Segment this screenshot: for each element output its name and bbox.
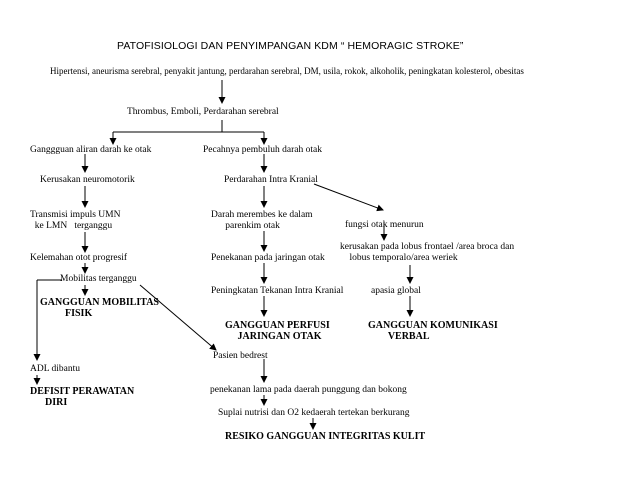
node-fungsi-otak: fungsi otak menurun xyxy=(345,220,424,230)
arrow-perdarahan-fungsi xyxy=(313,183,384,212)
arrow-mobilitas-bedrest xyxy=(139,284,217,351)
node-adl: ADL dibantu xyxy=(30,364,81,374)
node-causes: Hipertensi, aneurisma serebral, penyakit… xyxy=(50,66,524,76)
node-mobilitas: Mobilitas terganggu xyxy=(60,274,137,284)
node-penekanan: Penekanan pada jaringan otak xyxy=(211,253,325,263)
node-penekanan-lama: penekanan lama pada daerah punggung dan … xyxy=(210,385,407,395)
diagnosis-integritas-kulit: RESIKO GANGGUAN INTEGRITAS KULIT xyxy=(225,431,426,442)
node-gangguan-aliran: Ganggguan aliran darah ke otak xyxy=(30,145,152,155)
node-transmisi: Transmisi impuls UMN ke LMN terganggu xyxy=(30,210,121,231)
node-apasia: apasia global xyxy=(371,286,421,296)
node-kerusakan-neuromotorik: Kerusakan neuromotorik xyxy=(40,175,135,185)
node-pecahnya: Pecahnya pembuluh darah otak xyxy=(203,145,322,155)
diagnosis-perfusi: GANGGUAN PERFUSI JARINGAN OTAK xyxy=(225,320,330,342)
diagnosis-komunikasi: GANGGUAN KOMUNIKASI VERBAL xyxy=(368,320,498,342)
node-thrombus: Thrombus, Emboli, Perdarahan serebral xyxy=(127,107,279,117)
node-darah-merembes: Darah merembes ke dalam parenkim otak xyxy=(211,210,313,231)
node-pasien-bedrest: Pasien bedrest xyxy=(213,351,268,361)
node-peningkatan-tik: Peningkatan Tekanan Intra Kranial xyxy=(211,286,344,296)
diagram-title: PATOFISIOLOGI DAN PENYIMPANGAN KDM “ HEM… xyxy=(117,40,464,52)
diagnosis-mobilitas: GANGGUAN MOBILITAS FISIK xyxy=(40,297,159,319)
diagnosis-perawatan-diri: DEFISIT PERAWATAN DIRI xyxy=(30,386,135,408)
node-suplai: Suplai nutrisi dan O2 kedaerah tertekan … xyxy=(218,408,410,418)
node-kelemahan: Kelemahan otot progresif xyxy=(30,253,128,263)
node-kerusakan-lobus: kerusakan pada lobus frontael /area broc… xyxy=(340,242,515,263)
node-perdarahan-intra-kranial: Perdarahan Intra Kranial xyxy=(224,175,318,185)
